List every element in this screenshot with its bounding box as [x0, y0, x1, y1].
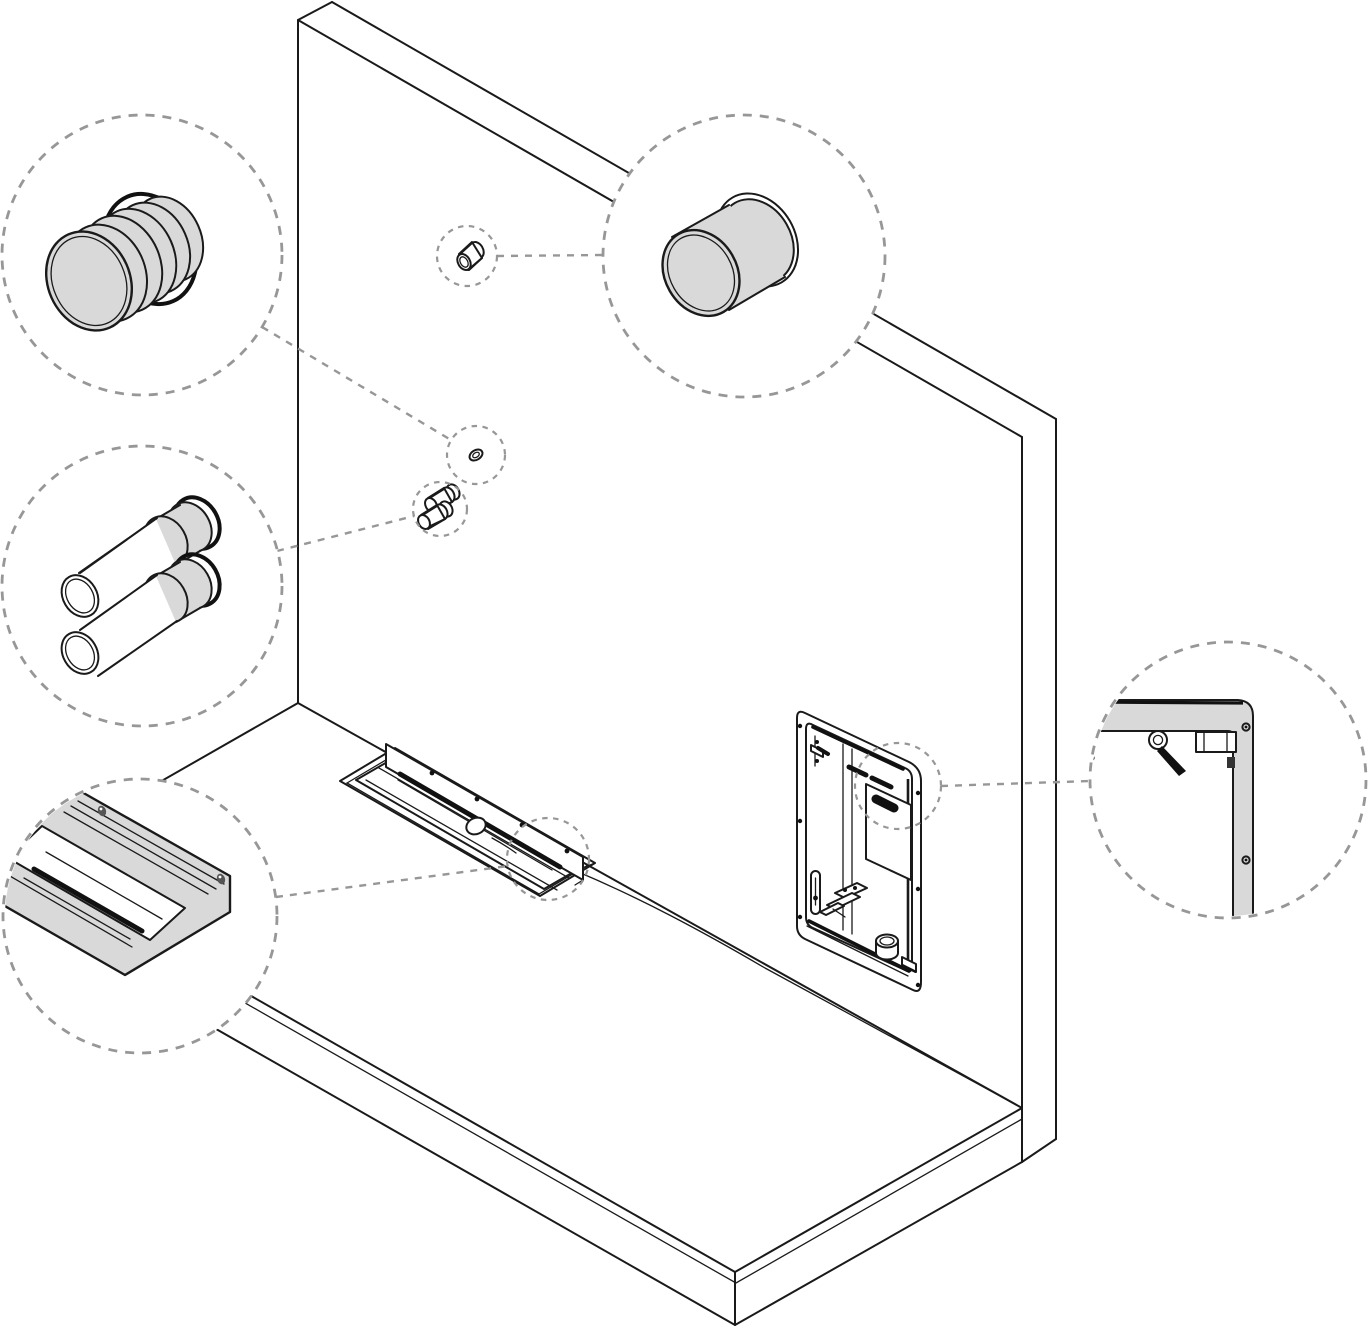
small-circle-panel-corner	[853, 741, 943, 831]
small-circle-wall-pipes	[411, 480, 469, 538]
drain-flange-detail	[5, 789, 232, 977]
callout-panel-corner	[1088, 640, 1368, 920]
frame-clip	[1227, 757, 1235, 768]
callout-pipe-sleeve	[601, 113, 887, 399]
callout-drain-flange	[1, 777, 279, 1055]
panel-protection-plate	[865, 783, 912, 881]
cable-fitting-box	[1195, 731, 1237, 753]
leader-ribbed-plug	[261, 325, 452, 442]
panel-corner-clip	[901, 956, 917, 974]
supply-pipe-lower	[60, 552, 222, 677]
leader-panel-corner	[940, 779, 1091, 788]
floor-slope-line	[575, 870, 1023, 1109]
small-circle-drain-end	[505, 816, 591, 902]
leader-pipe-sleeve	[496, 253, 604, 258]
leader-drain-flange	[275, 864, 509, 899]
wall-hole-small	[468, 448, 484, 462]
pipe-stub-lower	[417, 500, 454, 530]
panel-corner-detail	[1092, 699, 1254, 916]
valve-lever	[1148, 730, 1186, 776]
wall-pipes-small	[417, 483, 461, 530]
panel-outlet-pipe	[875, 933, 899, 961]
frame-screws	[797, 723, 921, 988]
small-circle-wall-hole	[445, 424, 507, 486]
wall-plug-small	[456, 241, 485, 271]
pipe-sleeve-detail	[661, 192, 800, 318]
panel-valve-bracket	[810, 735, 830, 767]
ribbed-plug-detail	[44, 191, 205, 332]
callout-ribbed-plug	[0, 113, 284, 397]
panel-hinge-slot	[810, 870, 821, 915]
supply-pipes-detail	[60, 495, 222, 677]
small-circle-wall-plug	[435, 224, 499, 288]
panel-mounting-bracket	[819, 882, 868, 918]
leader-supply-pipes	[276, 514, 415, 553]
callout-supply-pipes	[0, 444, 284, 728]
floor-drain-channel	[339, 743, 596, 897]
callout-leaders	[261, 253, 1091, 899]
inspection-panel-frame	[796, 710, 922, 992]
drain-outlet-hole	[465, 816, 487, 836]
flange-screw-holes	[97, 805, 226, 885]
